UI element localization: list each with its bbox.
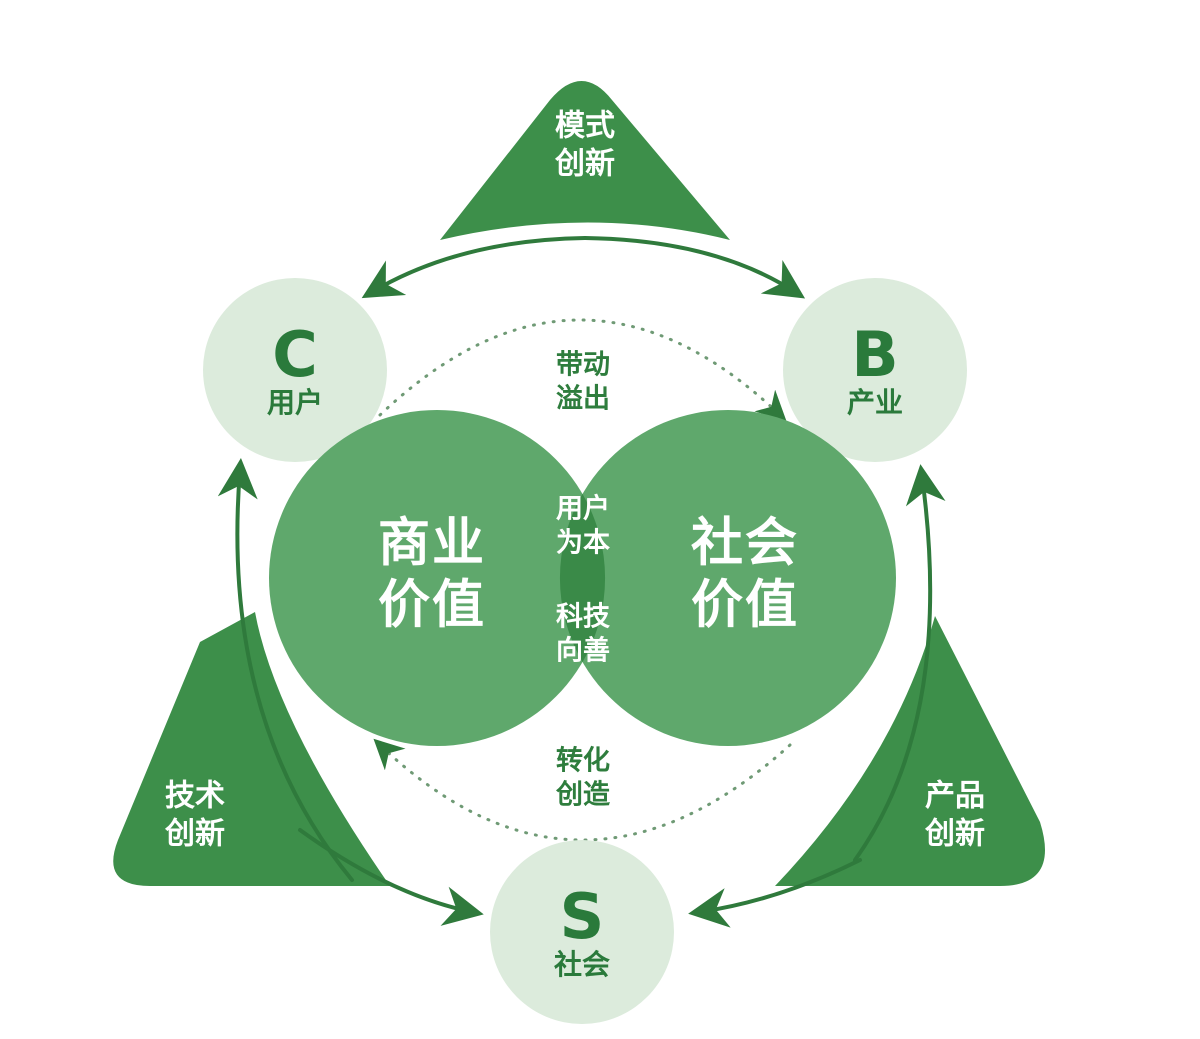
- node-b-circle: [783, 278, 967, 462]
- venn-left-label: 商业 价值: [378, 513, 486, 638]
- flow-bottom-label: 转化 创造: [556, 744, 610, 812]
- venn-overlap-bottom-label: 科技 向善: [556, 600, 610, 668]
- venn-left-circle: [269, 410, 605, 746]
- triangle-top-line2: 创新: [555, 146, 615, 181]
- node-c-sub: 用户: [266, 386, 324, 420]
- node-c-circle: [203, 278, 387, 462]
- triangle-top-label: 模式 创新: [555, 108, 615, 183]
- arrow-right-to-s: [688, 858, 862, 928]
- node-s-letter: S: [559, 880, 605, 954]
- triangle-left-line2: 创新: [165, 816, 225, 851]
- node-s-label: S 社会: [554, 886, 610, 982]
- dotted-arc-top: [378, 318, 787, 422]
- flow-bottom-line2: 创造: [556, 779, 610, 810]
- arrow-top-to-c: [361, 236, 587, 299]
- venn-overlap-top-line2: 为本: [556, 527, 610, 558]
- venn-left-line1: 商业: [377, 513, 487, 574]
- triangle-top-line1: 模式: [555, 108, 615, 144]
- triangle-right-line1: 产品: [925, 778, 985, 814]
- triangle-top: [440, 81, 730, 240]
- arrow-left-to-c: [217, 458, 354, 882]
- triangle-right-label: 产品 创新: [925, 778, 985, 853]
- arrow-top-to-b: [583, 236, 806, 299]
- flow-top-line2: 溢出: [556, 383, 610, 414]
- venn-overlap-top-label: 用户 为本: [556, 492, 610, 560]
- triangle-right-line2: 创新: [925, 816, 985, 851]
- dotted-arc-bottom: [373, 738, 792, 842]
- venn-overlap-lens: [559, 493, 606, 663]
- venn-right-label: 社会 价值: [691, 513, 799, 638]
- venn-overlap-bottom-line1: 科技: [556, 601, 610, 633]
- flow-top-label: 带动 溢出: [556, 348, 610, 416]
- arrow-left-to-s: [298, 828, 484, 926]
- venn-overlap-bottom-line2: 向善: [556, 635, 610, 666]
- venn-left-line2: 价值: [377, 576, 487, 636]
- arrow-right-to-b: [853, 464, 946, 862]
- triangle-left-label: 技术 创新: [165, 778, 225, 853]
- venn-overlap-top-line1: 用户: [556, 493, 610, 525]
- triangle-left-line1: 技术: [165, 778, 225, 814]
- venn-right-line2: 价值: [690, 576, 800, 636]
- node-b-sub: 产业: [846, 386, 904, 420]
- node-s-sub: 社会: [553, 948, 611, 982]
- venn-right-circle: [560, 410, 896, 746]
- flow-top-line1: 带动: [556, 349, 610, 381]
- node-b-label: B 产业: [847, 324, 903, 420]
- node-b-letter: B: [851, 318, 899, 392]
- node-c-letter: C: [272, 318, 318, 392]
- flow-bottom-line1: 转化: [556, 745, 610, 777]
- venn-right-line1: 社会: [690, 513, 800, 574]
- node-c-label: C 用户: [267, 324, 323, 420]
- triangle-left: [113, 612, 390, 886]
- node-s-circle: [490, 840, 674, 1024]
